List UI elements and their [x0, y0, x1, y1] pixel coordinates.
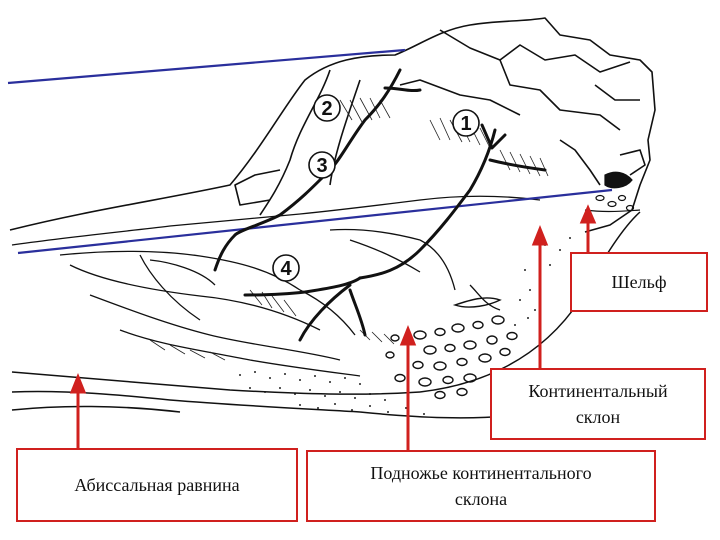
label-continental-slope-line2: склон	[575, 407, 621, 427]
lower-guide-line	[17, 188, 613, 255]
label-continental-slope-line1: Континентальный	[528, 380, 668, 401]
label-abyssal-plain-text: Абиссальная равнина	[74, 474, 240, 495]
pointer-arrows	[69, 204, 597, 452]
marker-1: 1	[460, 113, 471, 135]
number-marker-text: 1 2 3 4	[280, 98, 471, 280]
canyon-2-3	[233, 168, 332, 237]
canyon-channels	[213, 68, 547, 342]
rise-boulders	[385, 297, 518, 400]
label-continental-rise: Подножье континентального склона	[306, 450, 656, 522]
marker-circle-4	[272, 254, 300, 282]
label-continental-rise-line2: склона	[454, 489, 508, 509]
marker-3: 3	[316, 155, 327, 177]
number-markers	[272, 94, 480, 282]
marker-circle-3	[308, 151, 336, 179]
marker-circle-1	[452, 109, 480, 137]
label-continental-rise-line1: Подножье континентального	[370, 462, 592, 483]
shelf-deposits	[584, 171, 641, 213]
landmass	[9, 17, 656, 233]
label-shelf-text: Шельф	[611, 271, 667, 292]
guide-lines	[7, 48, 613, 255]
marker-4: 4	[280, 258, 292, 280]
canyon-4	[243, 276, 362, 297]
label-shelf: Шельф	[570, 252, 708, 312]
slope-bands	[11, 195, 541, 377]
label-continental-slope: Континентальный склон	[490, 368, 706, 440]
marker-2: 2	[321, 98, 332, 120]
canyon-1	[358, 128, 497, 280]
upper-guide-line	[7, 48, 406, 85]
label-abyssal-plain: Абиссальная равнина	[16, 448, 298, 522]
marker-circle-2	[313, 94, 341, 122]
